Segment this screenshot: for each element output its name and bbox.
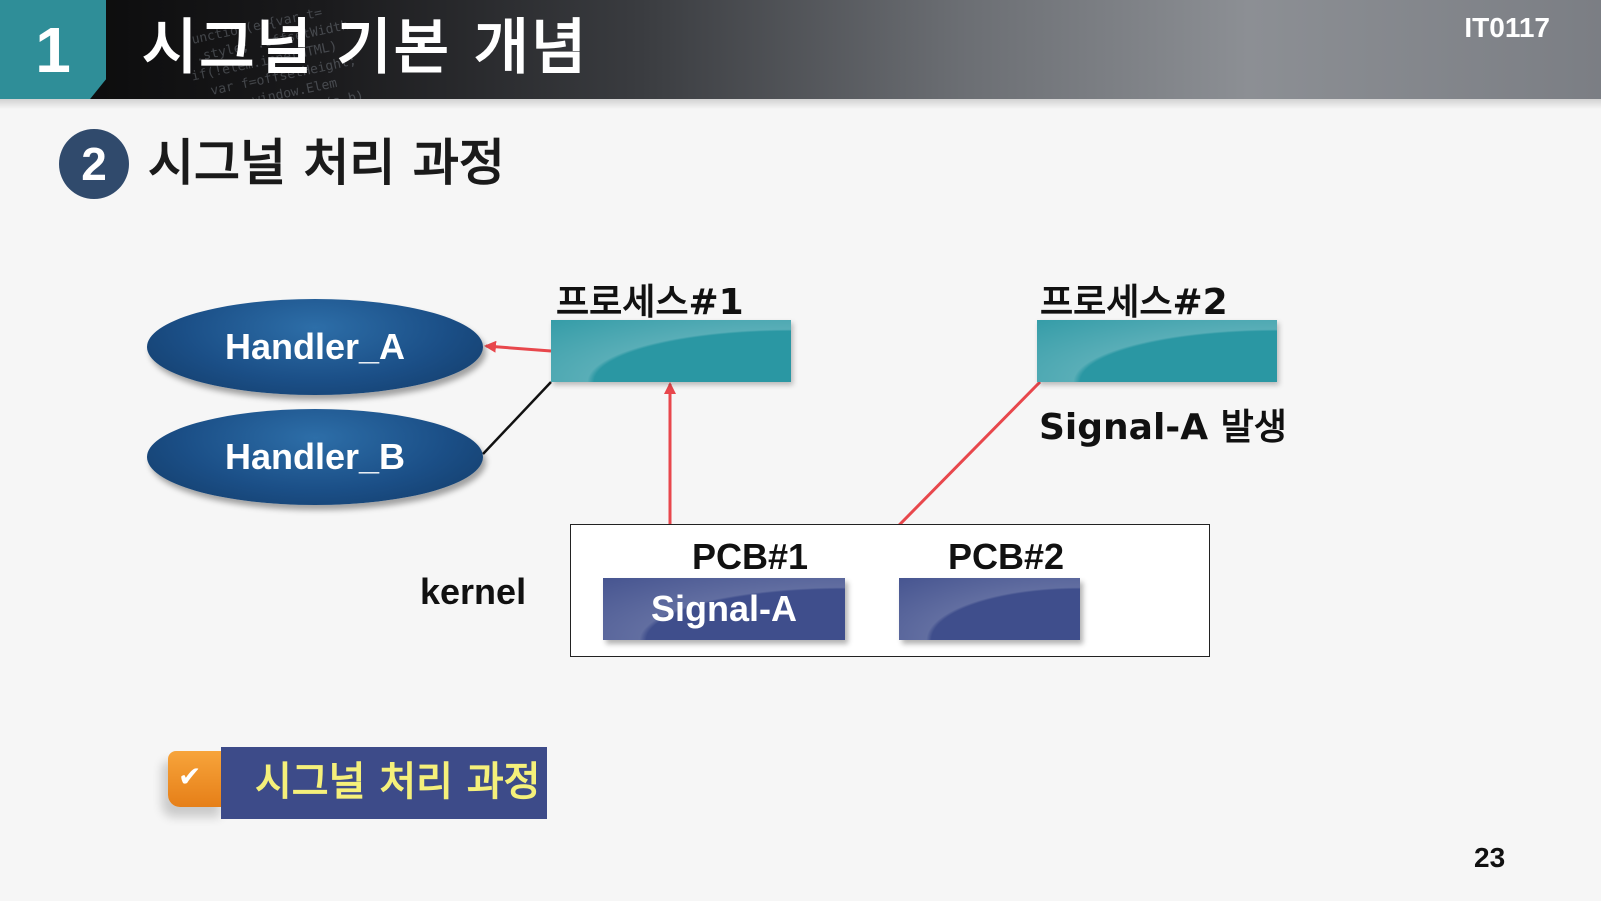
section-number-badge: 1 <box>0 0 106 99</box>
subsection-title: 시그널 처리 과정 <box>148 134 505 192</box>
header-banner: function(e){var t= .style; .offsetWidth … <box>0 0 1601 99</box>
subsection-number-badge: 2 <box>59 129 129 199</box>
page-title: 시그널 기본 개념 <box>142 13 589 83</box>
pcb-2-label: PCB#2 <box>948 536 1065 577</box>
pcb-1-signal: Signal-A <box>650 588 797 629</box>
section-number: 1 <box>35 13 71 86</box>
checkmark-icon: ✔ <box>178 760 202 793</box>
pcb-1-label: PCB#1 <box>692 536 809 577</box>
caption-text: 시그널 처리 과정 <box>255 759 541 805</box>
header-shadow <box>0 99 1601 109</box>
handler-b-ellipse: Handler_B <box>147 409 483 505</box>
pcb-1-box: Signal-A <box>603 578 845 640</box>
handler-a-label: Handler_A <box>224 326 406 367</box>
handler-a-ellipse: Handler_A <box>147 299 483 395</box>
arrow-process-1-to-handler-a <box>484 340 552 353</box>
pcb-2-box <box>899 578 1080 640</box>
kernel-label: kernel <box>420 571 527 612</box>
link-handler-b-to-process-1 <box>482 381 552 455</box>
subsection-number: 2 <box>81 138 107 190</box>
process-1-label: 프로세스#1 <box>556 282 744 323</box>
signal-event-text: Signal-A 발생 <box>1039 407 1287 448</box>
process-2-box <box>1037 320 1277 382</box>
caption-tab <box>168 751 226 807</box>
course-code: IT0117 <box>1464 12 1550 43</box>
process-2-label: 프로세스#2 <box>1040 282 1228 323</box>
caption-bar <box>221 747 547 819</box>
handler-b-label: Handler_B <box>224 436 406 477</box>
process-1-box <box>551 320 791 382</box>
page-number: 23 <box>1474 842 1506 873</box>
